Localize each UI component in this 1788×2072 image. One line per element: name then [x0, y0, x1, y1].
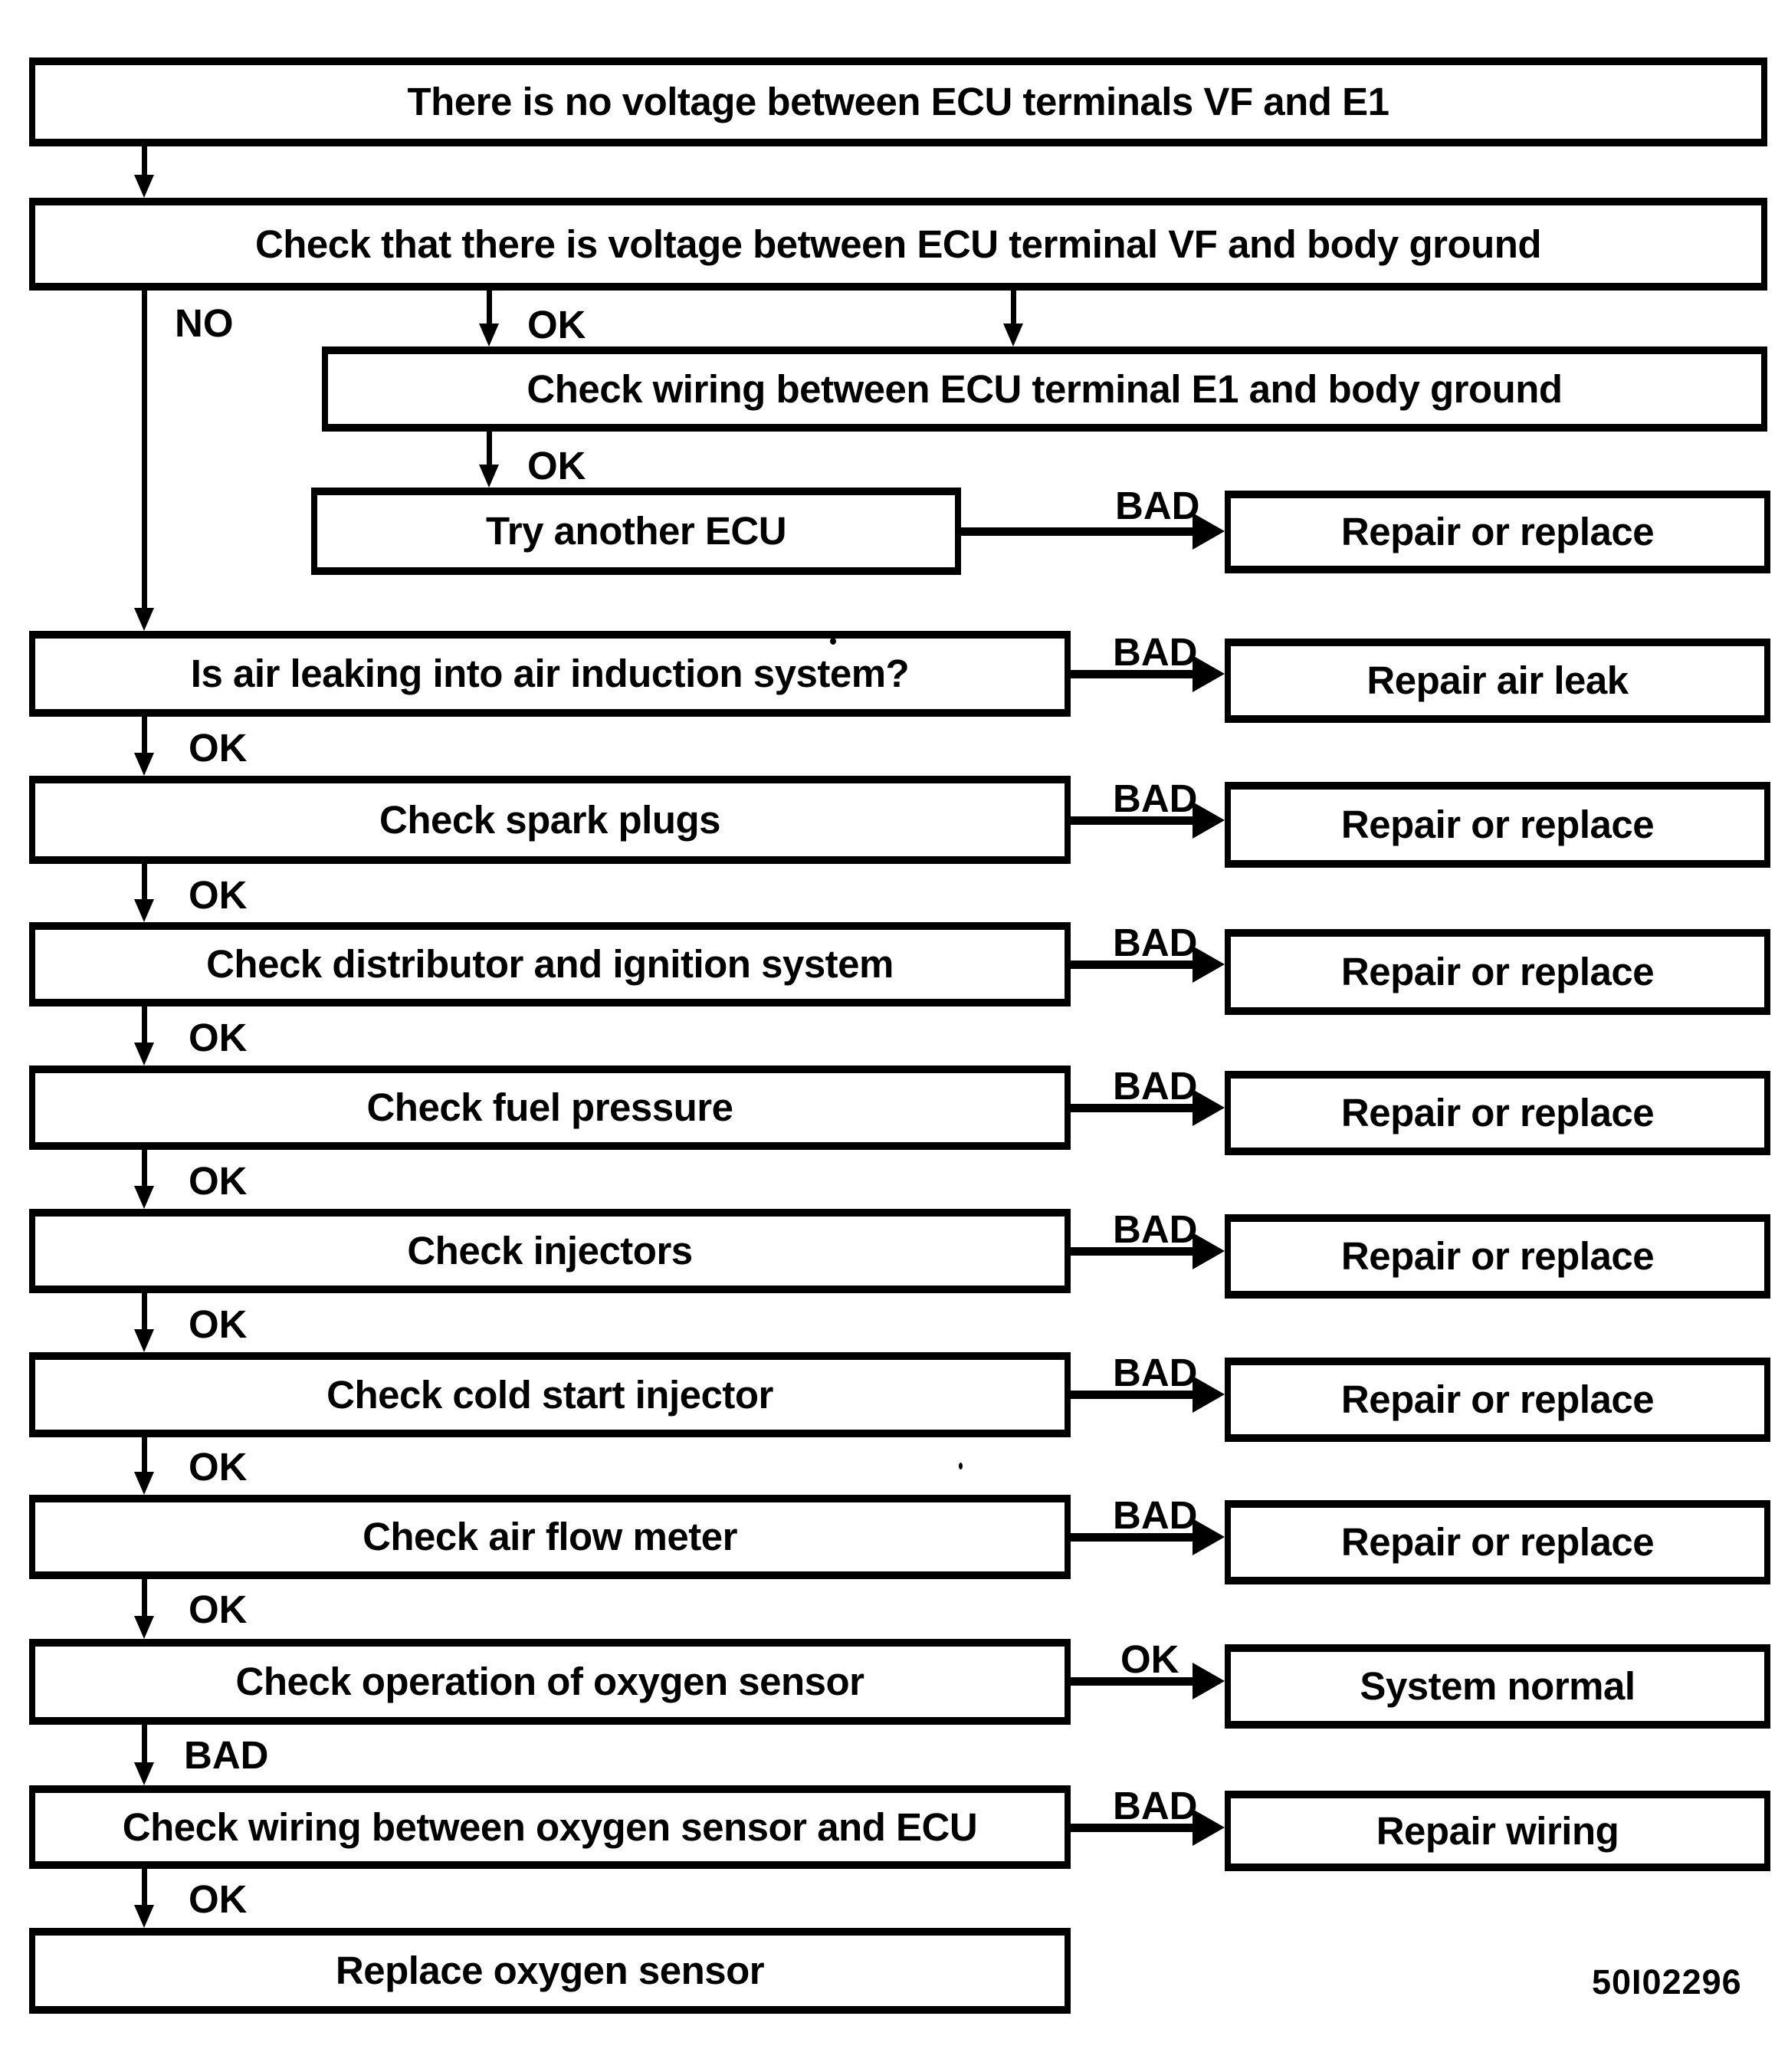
start-condition-box: There is no voltage between ECU terminal…: [29, 57, 1767, 146]
figure-code: 50I02296: [1592, 1962, 1742, 2001]
step-box-spark-plugs: Check spark plugs: [29, 776, 1071, 864]
edge-label-ok-system-normal: OK: [1120, 1637, 1179, 1681]
step-box-try-another-ecu: Try another ECU: [311, 488, 961, 575]
arrow-right-1: [1071, 801, 1225, 839]
arrow-right-4: [1071, 1232, 1225, 1270]
edge-label-ok-5: OK: [189, 1302, 248, 1346]
edge-label-ok-7: OK: [189, 1588, 248, 1631]
edge-label-bad-4: BAD: [1113, 1207, 1198, 1251]
edge-label-bad-3: BAD: [1113, 1064, 1198, 1108]
result-box-repair-wiring: Repair wiring: [1225, 1791, 1770, 1871]
edge-label-ok-2: OK: [189, 873, 248, 917]
step-box-injectors: Check injectors: [29, 1209, 1071, 1293]
edge-label-ok-4: OK: [189, 1159, 248, 1203]
edge-label-ok-3: OK: [189, 1016, 248, 1059]
edge-label-ok-e1: OK: [527, 444, 586, 488]
step-box-oxygen-sensor-operation: Check operation of oxygen sensor: [29, 1639, 1071, 1725]
step-box-oxygen-sensor-wiring: Check wiring between oxygen sensor and E…: [29, 1785, 1071, 1869]
result-box-6: Repair or replace: [1225, 1500, 1770, 1584]
arrow-right-7: [1071, 1662, 1225, 1700]
edge-label-bad-8: BAD: [1113, 1784, 1198, 1827]
edge-label-bad-6: BAD: [1113, 1493, 1198, 1537]
edge-label-bad-try-ecu: BAD: [1115, 484, 1200, 527]
result-box-try-ecu: Repair or replace: [1225, 491, 1770, 573]
step-box-air-leak: Is air leaking into air induction system…: [29, 631, 1071, 717]
step-box-fuel-pressure: Check fuel pressure: [29, 1066, 1071, 1150]
edge-label-bad-2: BAD: [1113, 921, 1198, 964]
scan-artifact-tick: [959, 1463, 963, 1469]
result-box-4: Repair or replace: [1225, 1214, 1770, 1299]
edge-label-ok-vf: OK: [527, 303, 586, 346]
scan-artifact-dot: [830, 638, 836, 645]
edge-label-bad-5: BAD: [1113, 1351, 1198, 1394]
edge-label-ok-1: OK: [189, 726, 248, 770]
step-box-cold-start-injector: Check cold start injector: [29, 1352, 1071, 1437]
step-box-air-flow-meter: Check air flow meter: [29, 1495, 1071, 1579]
edge-label-bad-1: BAD: [1113, 777, 1198, 820]
step-box-replace-oxygen-sensor: Replace oxygen sensor: [29, 1928, 1071, 2014]
step-box-check-e1-wiring: Check wiring between ECU terminal E1 and…: [322, 346, 1767, 432]
result-box-air-leak: Repair air leak: [1225, 639, 1770, 723]
edge-label-bad-in-8: BAD: [184, 1733, 269, 1777]
arrow-right-3: [1071, 1089, 1225, 1127]
arrow-right-air-leak: [1071, 655, 1225, 693]
arrow-right-5: [1071, 1375, 1225, 1414]
arrow-right-6: [1071, 1518, 1225, 1556]
result-box-2: Repair or replace: [1225, 929, 1770, 1015]
result-box-5: Repair or replace: [1225, 1358, 1770, 1442]
edge-label-ok-6: OK: [189, 1445, 248, 1489]
result-box-1: Repair or replace: [1225, 782, 1770, 868]
edge-label-bad-air-leak: BAD: [1113, 630, 1198, 674]
arrow-right-try-ecu: [961, 512, 1225, 550]
edge-label-no: NO: [175, 301, 234, 345]
arrow-right-8: [1071, 1808, 1225, 1847]
step-box-check-vf-ground: Check that there is voltage between ECU …: [29, 198, 1767, 291]
result-box-system-normal: System normal: [1225, 1644, 1770, 1729]
edge-label-ok-9: OK: [189, 1877, 248, 1921]
result-box-3: Repair or replace: [1225, 1071, 1770, 1155]
arrow-right-2: [1071, 945, 1225, 983]
step-box-distributor: Check distributor and ignition system: [29, 922, 1071, 1006]
